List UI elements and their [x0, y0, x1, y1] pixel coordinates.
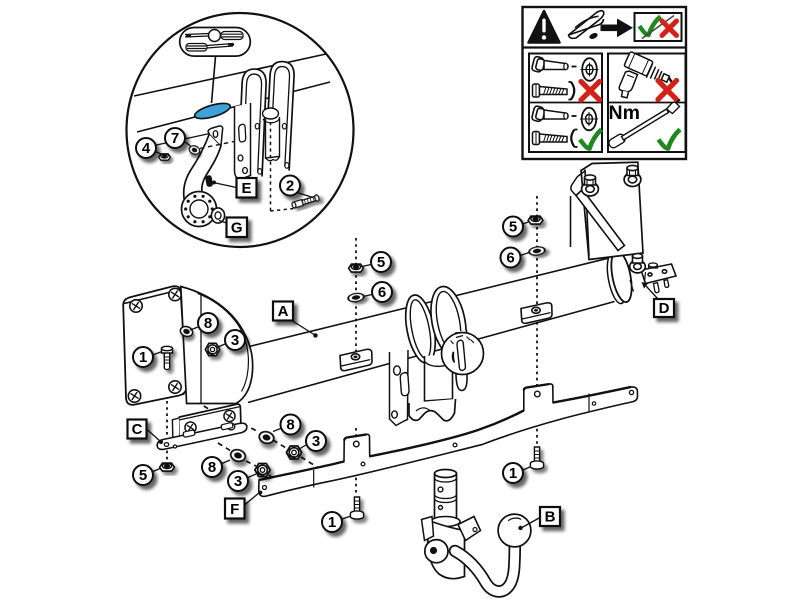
- svg-text:A: A: [278, 303, 289, 320]
- svg-text:1: 1: [139, 349, 147, 366]
- svg-text:Nm: Nm: [609, 102, 640, 124]
- svg-text:5: 5: [509, 218, 517, 235]
- svg-text:C: C: [132, 421, 143, 438]
- svg-text:1: 1: [509, 465, 517, 482]
- svg-text:6: 6: [378, 284, 386, 301]
- svg-text:4: 4: [142, 140, 151, 157]
- svg-text:3: 3: [312, 433, 320, 450]
- svg-text:8: 8: [204, 315, 212, 332]
- svg-text:3: 3: [231, 332, 239, 349]
- svg-text:1: 1: [328, 514, 336, 531]
- svg-text:8: 8: [208, 459, 216, 476]
- svg-text:8: 8: [286, 416, 294, 433]
- svg-text:5: 5: [139, 467, 147, 484]
- svg-text:F: F: [230, 501, 239, 518]
- svg-text:D: D: [659, 300, 670, 317]
- svg-text:B: B: [545, 509, 556, 526]
- svg-text:5: 5: [377, 254, 385, 271]
- svg-text:E: E: [241, 180, 251, 197]
- svg-text:3: 3: [234, 473, 242, 490]
- svg-text:G: G: [231, 219, 243, 236]
- svg-text:6: 6: [506, 249, 514, 266]
- svg-text:7: 7: [171, 130, 179, 147]
- svg-text:2: 2: [286, 177, 294, 194]
